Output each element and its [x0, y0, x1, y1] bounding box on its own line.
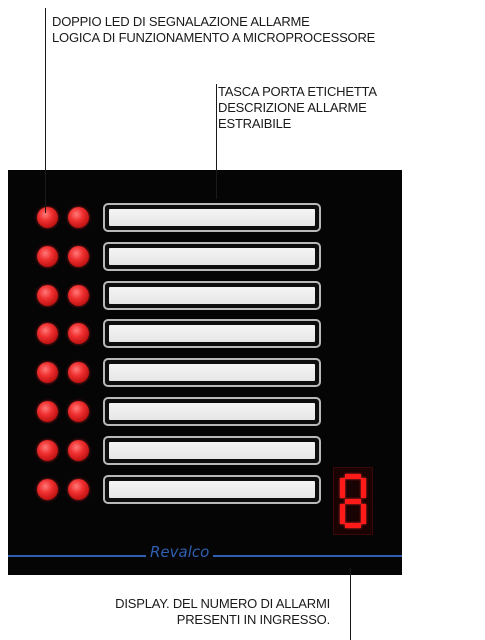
caption-display: DISPLAY. DEL NUMERO DI ALLARMI PRESENTI … — [40, 596, 330, 628]
alarm-led — [37, 246, 58, 267]
caption-led-logic: DOPPIO LED DI SEGNALAZIONE ALLARME LOGIC… — [52, 14, 375, 46]
caption-label-pocket: TASCA PORTA ETICHETTA DESCRIZIONE ALLARM… — [218, 84, 377, 132]
alarm-led — [68, 246, 89, 267]
segment-d — [345, 523, 361, 528]
alarm-led — [68, 285, 89, 306]
alarm-led — [68, 323, 89, 344]
leader-line-pocket — [216, 84, 217, 199]
segment-c — [361, 504, 366, 524]
label-insert — [109, 248, 315, 265]
caption-line: TASCA PORTA ETICHETTA — [218, 84, 377, 99]
label-insert — [109, 287, 315, 304]
alarm-led — [68, 207, 89, 228]
label-insert — [109, 325, 315, 342]
caption-line: DOPPIO LED DI SEGNALAZIONE ALLARME — [52, 14, 310, 29]
label-pocket — [103, 319, 321, 348]
brand-logo: Revalco — [146, 543, 214, 561]
alarm-count-display — [333, 467, 373, 535]
label-pocket — [103, 203, 321, 232]
alarm-led — [37, 440, 58, 461]
segment-a — [345, 474, 361, 479]
label-pocket — [103, 436, 321, 465]
alarm-led — [37, 401, 58, 422]
caption-line: DESCRIZIONE ALLARME — [218, 100, 367, 115]
alarm-led — [37, 285, 58, 306]
label-insert — [109, 403, 315, 420]
alarm-led — [68, 440, 89, 461]
caption-line: LOGICA DI FUNZIONAMENTO A MICROPROCESSOR… — [52, 30, 376, 45]
alarm-led — [68, 362, 89, 383]
label-pocket — [103, 397, 321, 426]
segment-f — [340, 478, 345, 498]
segment-b — [361, 478, 366, 498]
caption-line: DISPLAY. DEL NUMERO DI ALLARMI — [115, 596, 330, 611]
caption-line: PRESENTI IN INGRESSO. — [176, 612, 330, 627]
alarm-panel: Revalco — [8, 170, 402, 575]
leader-line-display — [350, 568, 351, 640]
alarm-led — [37, 207, 58, 228]
leader-line-led — [45, 8, 46, 213]
label-insert — [109, 364, 315, 381]
label-insert — [109, 442, 315, 459]
caption-line: ESTRAIBILE — [218, 116, 292, 131]
alarm-led — [68, 401, 89, 422]
alarm-led — [37, 362, 58, 383]
label-pocket — [103, 475, 321, 504]
label-insert — [109, 209, 315, 226]
label-insert — [109, 481, 315, 498]
label-pocket — [103, 242, 321, 271]
segment-e — [340, 504, 345, 524]
alarm-led — [37, 479, 58, 500]
label-pocket — [103, 281, 321, 310]
label-pocket — [103, 358, 321, 387]
segment-g — [345, 499, 361, 504]
alarm-led — [37, 323, 58, 344]
alarm-led — [68, 479, 89, 500]
